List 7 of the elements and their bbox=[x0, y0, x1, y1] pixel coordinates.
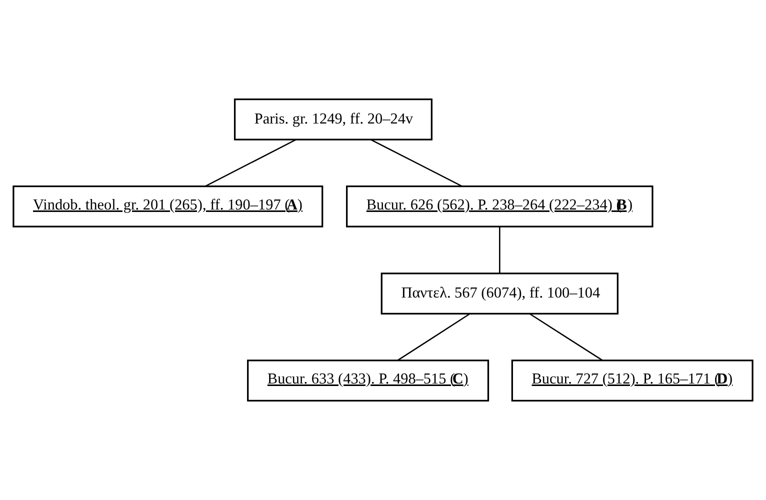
node-box: Παντελ. 567 (6074), ff. 100–104 bbox=[380, 272, 618, 314]
connector bbox=[204, 139, 296, 187]
node-box: Paris. gr. 1249, ff. 20–24v bbox=[234, 98, 432, 140]
connector bbox=[370, 139, 462, 187]
connector bbox=[529, 313, 603, 361]
connector bbox=[398, 313, 470, 361]
connector bbox=[499, 226, 500, 274]
